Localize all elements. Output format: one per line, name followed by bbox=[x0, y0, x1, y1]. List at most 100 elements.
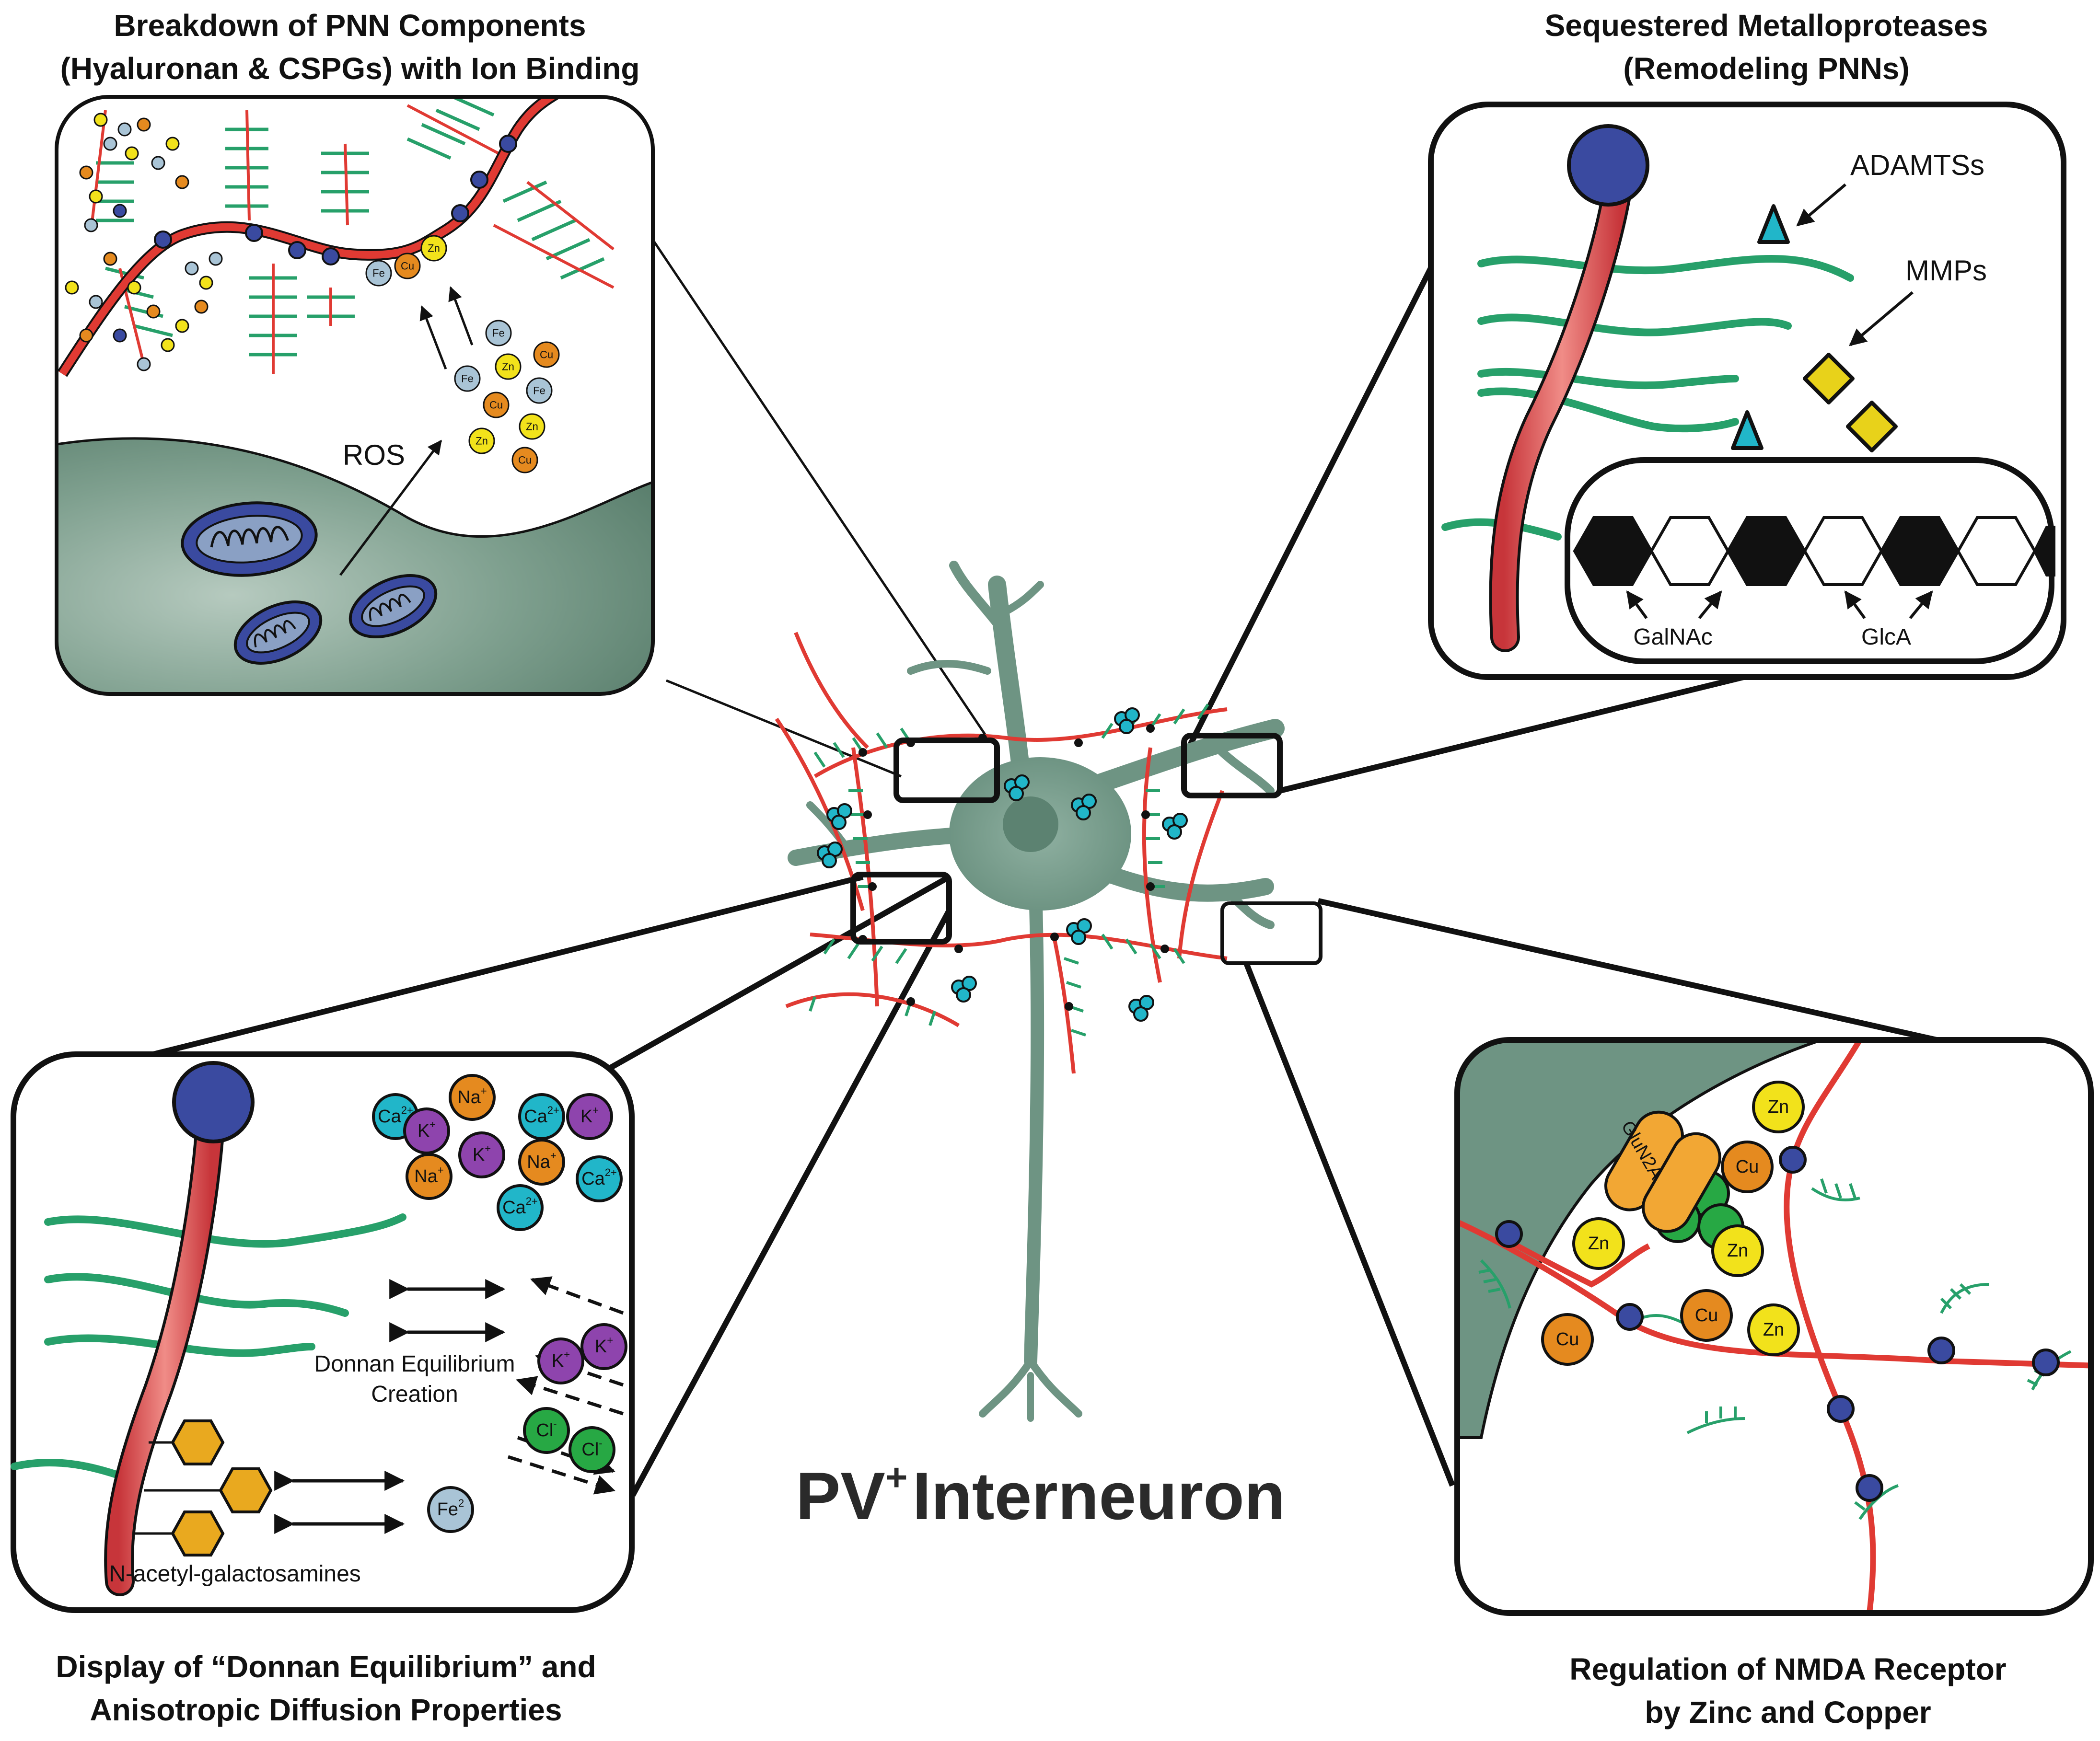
panel-br-title-2: by Zinc and Copper bbox=[1645, 1695, 1931, 1729]
br-ion-0: Zn bbox=[1752, 1081, 1805, 1133]
donnan-label-1: Donnan Equilibrium bbox=[314, 1351, 515, 1377]
callout-lines bbox=[152, 224, 2005, 1497]
br-ion-3: Zn bbox=[1711, 1224, 1764, 1277]
membrane bbox=[1457, 1040, 1822, 1439]
br-ion-6: Cu bbox=[1680, 1289, 1733, 1342]
adamts-enzymes bbox=[1731, 204, 1790, 450]
bl-ion-6: K+ bbox=[458, 1131, 505, 1178]
zoom-box-top-left bbox=[893, 738, 1000, 803]
bl-ion-label-13: Cl- bbox=[581, 1437, 602, 1460]
svg-text:Cu: Cu bbox=[489, 399, 503, 411]
zoom-box-bottom-right bbox=[1220, 901, 1323, 965]
bl-ion-label-14: Fe2 bbox=[437, 1497, 464, 1520]
bl-ion-label-12: Cl- bbox=[536, 1418, 557, 1441]
br-ion-label-5: Zn bbox=[1763, 1320, 1784, 1340]
bl-ion-label-7: Na+ bbox=[527, 1150, 556, 1173]
br-ion-label-3: Zn bbox=[1727, 1241, 1748, 1261]
svg-text:Zn: Zn bbox=[428, 242, 440, 254]
br-ion-label-6: Cu bbox=[1695, 1305, 1718, 1326]
bl-ion-2: Ca2+ bbox=[518, 1093, 565, 1140]
br-ion-label-0: Zn bbox=[1768, 1097, 1789, 1117]
panel-br-title-1: Regulation of NMDA Receptor bbox=[1569, 1652, 2006, 1686]
bl-ion-10: K+ bbox=[537, 1337, 584, 1384]
core-proteins bbox=[90, 104, 615, 374]
zoom-boxes bbox=[850, 733, 1323, 965]
bl-ion-5: Na+ bbox=[406, 1153, 452, 1200]
cell-label: PV+Interneuron bbox=[796, 1456, 1285, 1533]
panel-bottom-left: N-acetyl-galactosamines Donnan Equilibri… bbox=[11, 1051, 635, 1613]
zoom-box-top-right bbox=[1181, 733, 1283, 798]
panel-tr-title-1: Sequestered Metalloproteases bbox=[1545, 8, 1988, 43]
bl-ion-label-8: Ca2+ bbox=[581, 1166, 617, 1189]
svg-text:Cu: Cu bbox=[518, 454, 532, 466]
svg-text:Fe: Fe bbox=[372, 267, 385, 279]
bl-ion-label-6: K+ bbox=[473, 1142, 491, 1165]
cleavage-arrows bbox=[1626, 590, 1933, 619]
bl-ion-label-11: K+ bbox=[595, 1334, 613, 1357]
bl-ion-label-4: K+ bbox=[580, 1104, 599, 1127]
free-ions bbox=[454, 320, 560, 473]
bl-ion-label-2: Ca2+ bbox=[524, 1104, 559, 1127]
ros-arrows bbox=[339, 286, 474, 576]
enzyme-arrows bbox=[1796, 183, 1914, 346]
panel-bl-title-1: Display of “Donnan Equilibrium” and bbox=[56, 1649, 596, 1684]
bl-ion-label-3: K+ bbox=[418, 1118, 436, 1141]
ion-scatter bbox=[65, 113, 223, 371]
nucleus bbox=[1003, 796, 1058, 852]
br-ion-2: Zn bbox=[1572, 1217, 1625, 1270]
free-ion-labels: Fe Zn Cu Fe Fe Cu Zn Zn Cu bbox=[461, 327, 553, 466]
panel-top-right: ADAMTSs MMPs GalNAc GlcA bbox=[1428, 102, 2066, 680]
neuron-dendrites bbox=[788, 561, 1285, 1422]
bl-ion-14: Fe2 bbox=[427, 1486, 474, 1533]
br-ion-label-4: Cu bbox=[1556, 1329, 1579, 1349]
glca-label: GlcA bbox=[1861, 624, 1911, 650]
glycan-inset: GalNAc GlcA bbox=[1565, 457, 2055, 664]
galnac-label: N-acetyl-galactosamines bbox=[109, 1561, 361, 1587]
panel-tl-title-2: (Hyaluronan & CSPGs) with Ion Binding bbox=[60, 51, 640, 86]
bl-ion-9: Ca2+ bbox=[497, 1184, 544, 1231]
bl-ion-label-1: Na+ bbox=[457, 1085, 487, 1108]
panel-top-left: Fe Cu Zn Fe Zn Cu Fe Fe Cu Zn Zn Cu ROS bbox=[55, 95, 655, 696]
svg-text:Fe: Fe bbox=[461, 373, 474, 385]
zoom-box-bottom-left bbox=[850, 872, 952, 945]
neuron-ion-clusters bbox=[817, 707, 1188, 1022]
svg-text:Fe: Fe bbox=[533, 385, 545, 397]
double-arrows bbox=[274, 1279, 506, 1534]
bl-ion-label-5: Na+ bbox=[414, 1164, 443, 1187]
bl-ion-label-0: Ca2+ bbox=[378, 1104, 413, 1127]
svg-text:Cu: Cu bbox=[401, 260, 414, 272]
bl-ion-1: Na+ bbox=[449, 1074, 496, 1121]
panel-tr-title-2: (Remodeling PNNs) bbox=[1623, 51, 1909, 86]
svg-text:Zn: Zn bbox=[502, 361, 514, 373]
panel-bl-title-2: Anisotropic Diffusion Properties bbox=[90, 1693, 562, 1727]
svg-text:Zn: Zn bbox=[476, 435, 488, 447]
link-proteins bbox=[154, 135, 517, 265]
panel-tl-title-1: Breakdown of PNN Components bbox=[114, 8, 586, 43]
cytoplasm bbox=[57, 437, 653, 694]
link-protein-knob bbox=[172, 1061, 255, 1143]
galnac-label: GalNAc bbox=[1633, 624, 1712, 650]
bl-ion-13: Cl- bbox=[569, 1426, 615, 1473]
ion-group: Ca2+Na+Ca2+K+K+Na+K+Na+Ca2+Ca2+K+K+Cl-Cl… bbox=[372, 1074, 627, 1533]
mmp-label: MMPs bbox=[1905, 254, 1987, 287]
pv-interneuron: PV+Interneuron bbox=[775, 561, 1323, 1533]
mmp-enzymes bbox=[1803, 353, 1898, 452]
bl-ion-8: Ca2+ bbox=[576, 1155, 623, 1202]
bl-ion-4: K+ bbox=[566, 1093, 613, 1140]
pnn-strands bbox=[1457, 1040, 2091, 1613]
donnan-label-2: Creation bbox=[371, 1382, 458, 1407]
br-ion-4: Cu bbox=[1541, 1313, 1594, 1366]
disaccharide-chain bbox=[1573, 516, 2055, 586]
svg-text:Cu: Cu bbox=[540, 349, 553, 361]
bl-ion-12: Cl- bbox=[523, 1407, 570, 1454]
bl-ion-label-10: K+ bbox=[552, 1349, 570, 1372]
br-ion-label-2: Zn bbox=[1588, 1234, 1609, 1254]
br-ion-1: Cu bbox=[1721, 1141, 1774, 1193]
svg-text:Zn: Zn bbox=[526, 421, 538, 433]
bound-ion-labels: Fe Cu Zn bbox=[372, 242, 440, 279]
bl-ion-7: Na+ bbox=[518, 1139, 565, 1186]
br-ion-label-1: Cu bbox=[1736, 1157, 1759, 1177]
